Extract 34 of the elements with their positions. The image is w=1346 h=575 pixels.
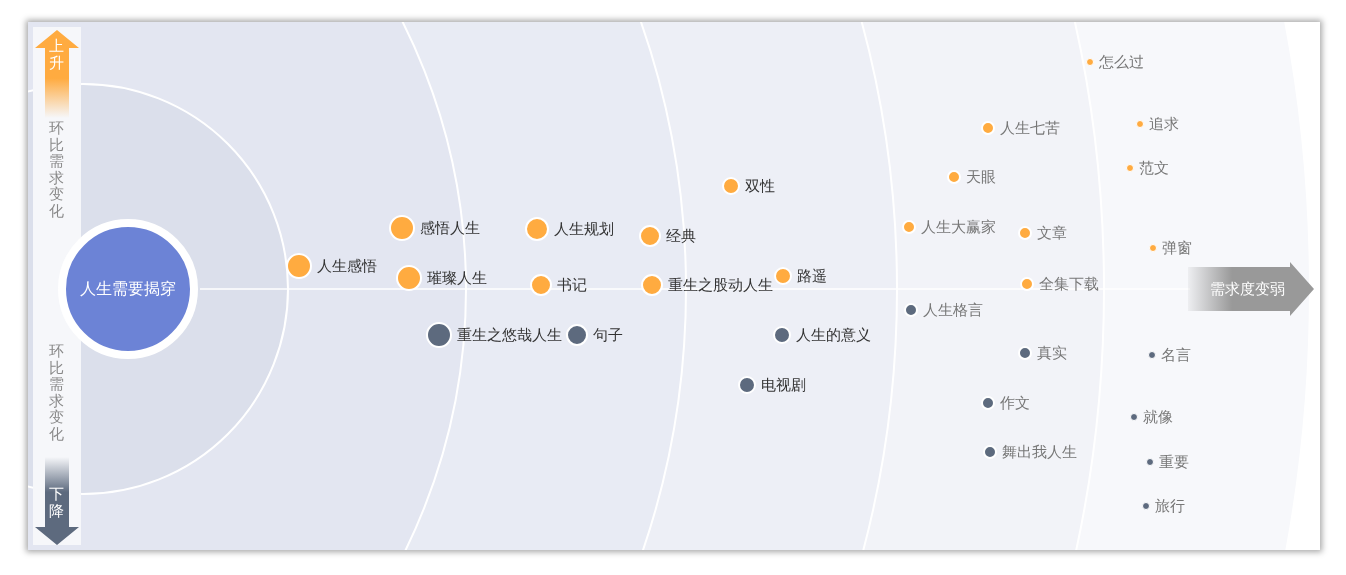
- rise-label: 上升: [49, 38, 64, 71]
- keyword-label: 作文: [1000, 394, 1030, 412]
- keyword-label: 电视剧: [761, 376, 806, 394]
- keyword-label: 重要: [1159, 453, 1189, 471]
- keyword-label: 双性: [745, 177, 775, 195]
- decline-label: 下降: [49, 486, 64, 519]
- keyword-label: 天眼: [966, 168, 996, 186]
- keyword-label: 就像: [1143, 408, 1173, 426]
- keyword-label: 文章: [1037, 224, 1067, 242]
- keyword-label: 追求: [1149, 115, 1179, 133]
- keyword-label: 璀璨人生: [427, 269, 487, 287]
- keyword-label: 人生格言: [923, 301, 983, 319]
- keyword-label: 句子: [593, 326, 623, 344]
- trend-axis-label: 环比需求变化: [49, 120, 64, 219]
- keyword-label: 感悟人生: [420, 219, 480, 237]
- keyword-label: 真实: [1037, 344, 1067, 362]
- keyword-label: 怎么过: [1099, 53, 1144, 71]
- keyword-label: 舞出我人生: [1002, 443, 1077, 461]
- keyword-label: 旅行: [1155, 497, 1185, 515]
- keyword-label: 全集下载: [1039, 275, 1099, 293]
- keyword-label: 弹窗: [1162, 239, 1192, 257]
- keyword-label: 书记: [557, 276, 587, 294]
- keyword-label: 范文: [1139, 159, 1169, 177]
- weaker-demand-label: 需求度变弱: [1210, 279, 1285, 299]
- keyword-label: 人生的意义: [796, 326, 871, 344]
- keyword-label: 名言: [1161, 346, 1191, 364]
- keyword-label: 人生七苦: [1000, 119, 1060, 137]
- keyword-label: 人生感悟: [317, 257, 377, 275]
- keyword-label: 路遥: [797, 267, 827, 285]
- keyword-label: 重生之股动人生: [668, 276, 773, 294]
- keyword-label: 人生大赢家: [921, 218, 996, 236]
- keyword-label: 经典: [666, 227, 696, 245]
- keyword-label: 人生规划: [554, 220, 614, 238]
- keyword-label: 重生之悠哉人生: [457, 326, 562, 344]
